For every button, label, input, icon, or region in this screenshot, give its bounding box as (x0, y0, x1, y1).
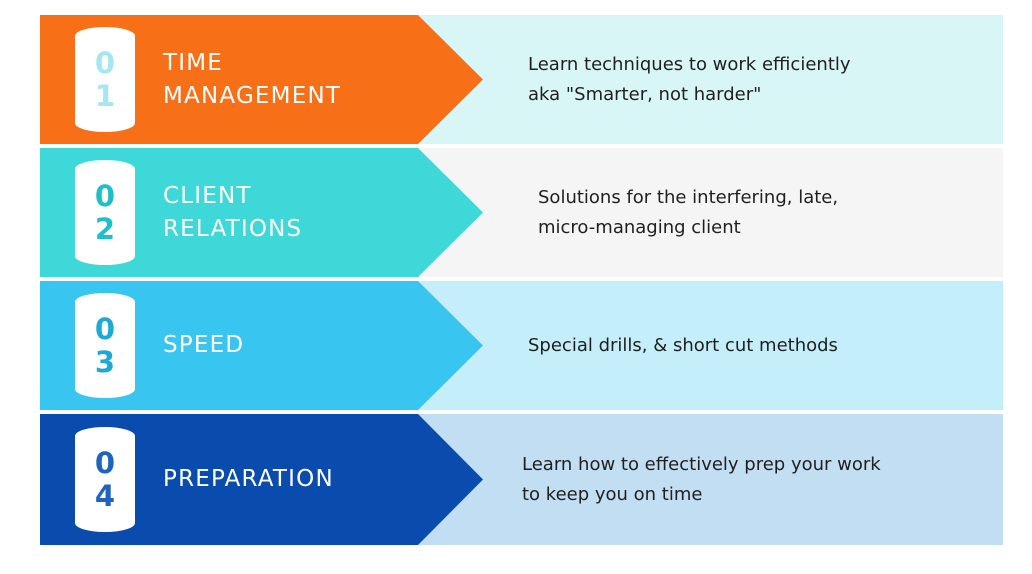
arrow-shape (40, 148, 483, 277)
step-description: Learn techniques to work efficiently aka… (528, 15, 948, 144)
step-row-3: 0 3 SPEED Special drills, & short cut me… (40, 281, 1003, 410)
step-row-1: 0 1 TIME MANAGEMENT Learn techniques to … (40, 15, 1003, 144)
step-title: PREPARATION (163, 414, 463, 545)
step-title-line: SPEED (163, 332, 245, 358)
step-arrow-2 (40, 148, 485, 277)
step-number-badge: 0 4 (75, 427, 135, 532)
step-arrow-1 (40, 15, 485, 144)
step-description: Solutions for the interfering, late, mic… (538, 148, 958, 277)
step-title: CLIENT RELATIONS (163, 148, 463, 277)
step-number-digit: 0 (94, 178, 116, 213)
step-row-4: 0 4 PREPARATION Learn how to effectively… (40, 414, 1003, 545)
step-number-digit: 4 (94, 478, 116, 513)
step-title-line: MANAGEMENT (163, 82, 342, 109)
step-description-line: Solutions for the interfering, late, (538, 186, 839, 208)
step-arrow-4 (40, 414, 485, 545)
step-title-line: CLIENT (163, 182, 252, 209)
step-description-line: micro-managing client (538, 216, 741, 238)
step-title: TIME MANAGEMENT (163, 15, 463, 144)
step-row-2: 0 2 CLIENT RELATIONS Solutions for the i… (40, 148, 1003, 277)
step-number-digit: 3 (94, 344, 116, 379)
step-description-line: aka "Smarter, not harder" (528, 83, 762, 105)
step-description-line: Learn how to effectively prep your work (522, 453, 881, 475)
step-number-digit: 2 (94, 211, 116, 246)
step-title: SPEED (163, 281, 463, 410)
step-description-line: Learn techniques to work efficiently (528, 53, 851, 75)
step-title-line: PREPARATION (163, 466, 334, 492)
step-description: Special drills, & short cut methods (528, 281, 948, 410)
arrow-shape (40, 15, 483, 144)
step-number-digit: 0 (94, 311, 116, 346)
step-number-digit: 0 (94, 445, 116, 480)
step-description: Learn how to effectively prep your work … (522, 414, 942, 545)
step-number-digit: 1 (94, 78, 116, 113)
step-title-line: TIME (163, 49, 224, 76)
step-number-badge: 0 3 (75, 293, 135, 398)
step-number-badge: 0 1 (75, 27, 135, 132)
step-title-line: RELATIONS (163, 215, 303, 242)
arrow-shape (40, 281, 483, 410)
step-number-badge: 0 2 (75, 160, 135, 265)
step-description-line: to keep you on time (522, 483, 703, 505)
steps-diagram: 0 1 TIME MANAGEMENT Learn techniques to … (40, 15, 1003, 545)
step-arrow-3 (40, 281, 485, 410)
arrow-shape (40, 414, 483, 545)
step-description-line: Special drills, & short cut methods (528, 334, 838, 356)
step-number-digit: 0 (94, 45, 116, 80)
